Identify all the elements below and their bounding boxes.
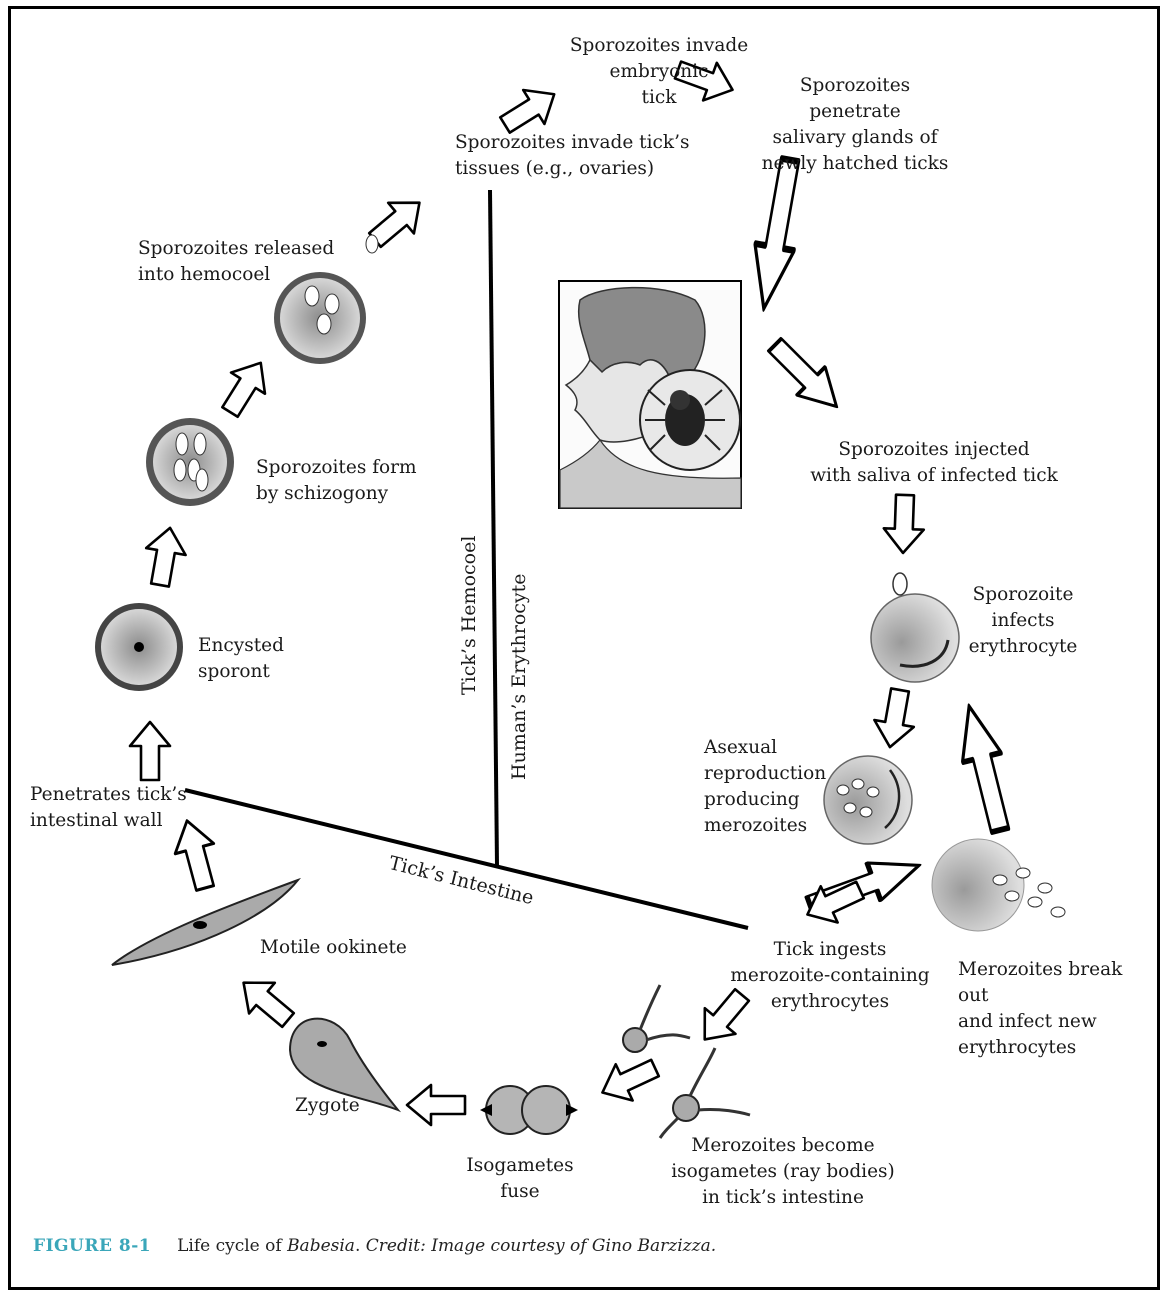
infected-erythrocyte (871, 573, 959, 682)
region-humans-erythrocyte: Human’s Erythrocyte (508, 573, 530, 780)
encysted-sporont-cell (95, 603, 183, 691)
label-sporozoites-injected: Sporozoites injected with saliva of infe… (805, 437, 1063, 489)
label-tick-ingests: Tick ingests merozoite-containing erythr… (724, 937, 936, 1015)
arrow-icon (213, 352, 278, 422)
human-tick-illustration (559, 281, 741, 508)
label-sporozoites-released: Sporozoites released into hemocoel (138, 236, 338, 288)
arrow-icon (231, 967, 301, 1035)
arrow-icon (407, 1085, 465, 1125)
label-isogametes-fuse: Isogametes fuse (465, 1153, 575, 1205)
label-asexual-reproduction: Asexual reproduction producing merozoite… (704, 735, 829, 839)
schizogony-cell (146, 418, 234, 506)
label-penetrates-wall: Penetrates tick’s intestinal wall (30, 782, 205, 834)
isogametes (480, 1086, 578, 1134)
label-merozoites-become: Merozoites become isogametes (ray bodies… (668, 1133, 898, 1203)
label-zygote: Zygote (295, 1093, 375, 1119)
merozoite-erythrocyte (824, 756, 912, 844)
arrow-icon (594, 1050, 663, 1111)
ray-body-1 (623, 985, 690, 1052)
caption-credit: Credit: Image courtesy of Gino Barzizza. (366, 1236, 716, 1256)
label-penetrate-salivary: Sporozoites penetrate salivary glands of… (752, 73, 958, 177)
caption-text-b: . (355, 1236, 366, 1256)
arrow-icon (950, 701, 1020, 834)
arrow-icon (870, 687, 919, 751)
figure-caption: FIGURE 8-1 Life cycle of Babesia. Credit:… (33, 1236, 716, 1256)
label-sporozoite-infects: Sporozoite infects erythrocyte (968, 582, 1078, 660)
region-ticks-hemocoel: Tick’s Hemocoel (458, 536, 480, 695)
label-sporozoites-form: Sporozoites form by schizogony (256, 455, 436, 507)
arrow-icon (744, 157, 810, 312)
caption-text-a: Life cycle of (177, 1236, 287, 1256)
arrow-icon (130, 722, 170, 780)
arrow-icon (883, 494, 925, 553)
label-motile-ookinete: Motile ookinete (260, 935, 440, 961)
caption-organism: Babesia (287, 1236, 355, 1256)
arrow-icon (761, 331, 851, 421)
ray-body-2 (660, 1048, 750, 1138)
arrow-icon (140, 524, 189, 588)
figure-number: FIGURE 8-1 (33, 1236, 151, 1256)
divider-vertical (490, 190, 497, 866)
label-invade-embryonic: Sporozoites invade embryonic tick (566, 33, 752, 111)
label-merozoites-break-out: Merozoites break out and infect new eryt… (958, 957, 1158, 1061)
label-encysted-sporont: Encysted sporont (198, 633, 308, 685)
label-invade-tissues: Sporozoites invade tick’s tissues (e.g.,… (455, 130, 695, 182)
burst-erythrocyte (932, 839, 1065, 931)
released-sporozoite (366, 235, 378, 253)
